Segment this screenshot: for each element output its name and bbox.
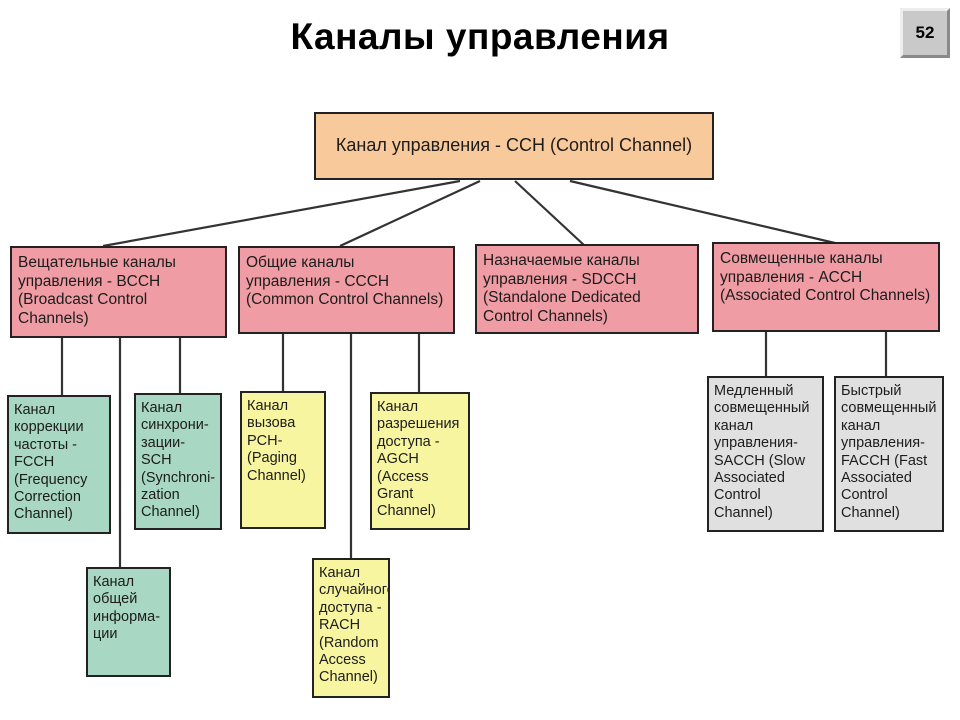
channel-box-rach: Канал случайного доступа - RACH (Random … xyxy=(312,558,390,698)
connector-root-acch xyxy=(569,179,836,245)
group-box-acch: Совмещенные каналы управления - ACCH (As… xyxy=(712,242,940,332)
channel-box-sacch: Медленный совмещенный канал управления- … xyxy=(707,376,824,532)
root-label: Канал управления - CCH (Control Channel) xyxy=(335,135,693,156)
channel-box-sch: Канал синхрони- зации-SCH (Synchroni- za… xyxy=(134,393,222,530)
page-title: Каналы управления xyxy=(290,16,670,57)
root-box-cch: Канал управления - CCH (Control Channel) xyxy=(314,112,714,180)
page-number-badge: 52 xyxy=(900,8,950,58)
connector-root-bcch xyxy=(102,179,461,248)
connector-root-ccch xyxy=(339,180,481,247)
channel-box-pch: Канал вызова PCH- (Paging Channel) xyxy=(240,391,326,529)
group-box-bcch: Вещательные каналы управления - BCCH (Br… xyxy=(10,246,227,338)
group-box-ccch: Общие каналы управления - CCCH (Common C… xyxy=(238,246,455,334)
channel-box-facch: Быстрый совмещенный канал управления- FA… xyxy=(834,376,944,532)
group-box-sdcch: Назначаемые каналы управления - SDCCH (S… xyxy=(475,244,699,334)
channel-box-fcch: Канал коррекции частоты -FCCH (Frequency… xyxy=(7,395,111,534)
channel-box-bcch-info: Канал общей информа- ции xyxy=(86,567,171,677)
channel-box-agch: Канал разрешения доступа - AGCH (Access … xyxy=(370,392,470,530)
connector-root-sdcch xyxy=(514,180,586,247)
